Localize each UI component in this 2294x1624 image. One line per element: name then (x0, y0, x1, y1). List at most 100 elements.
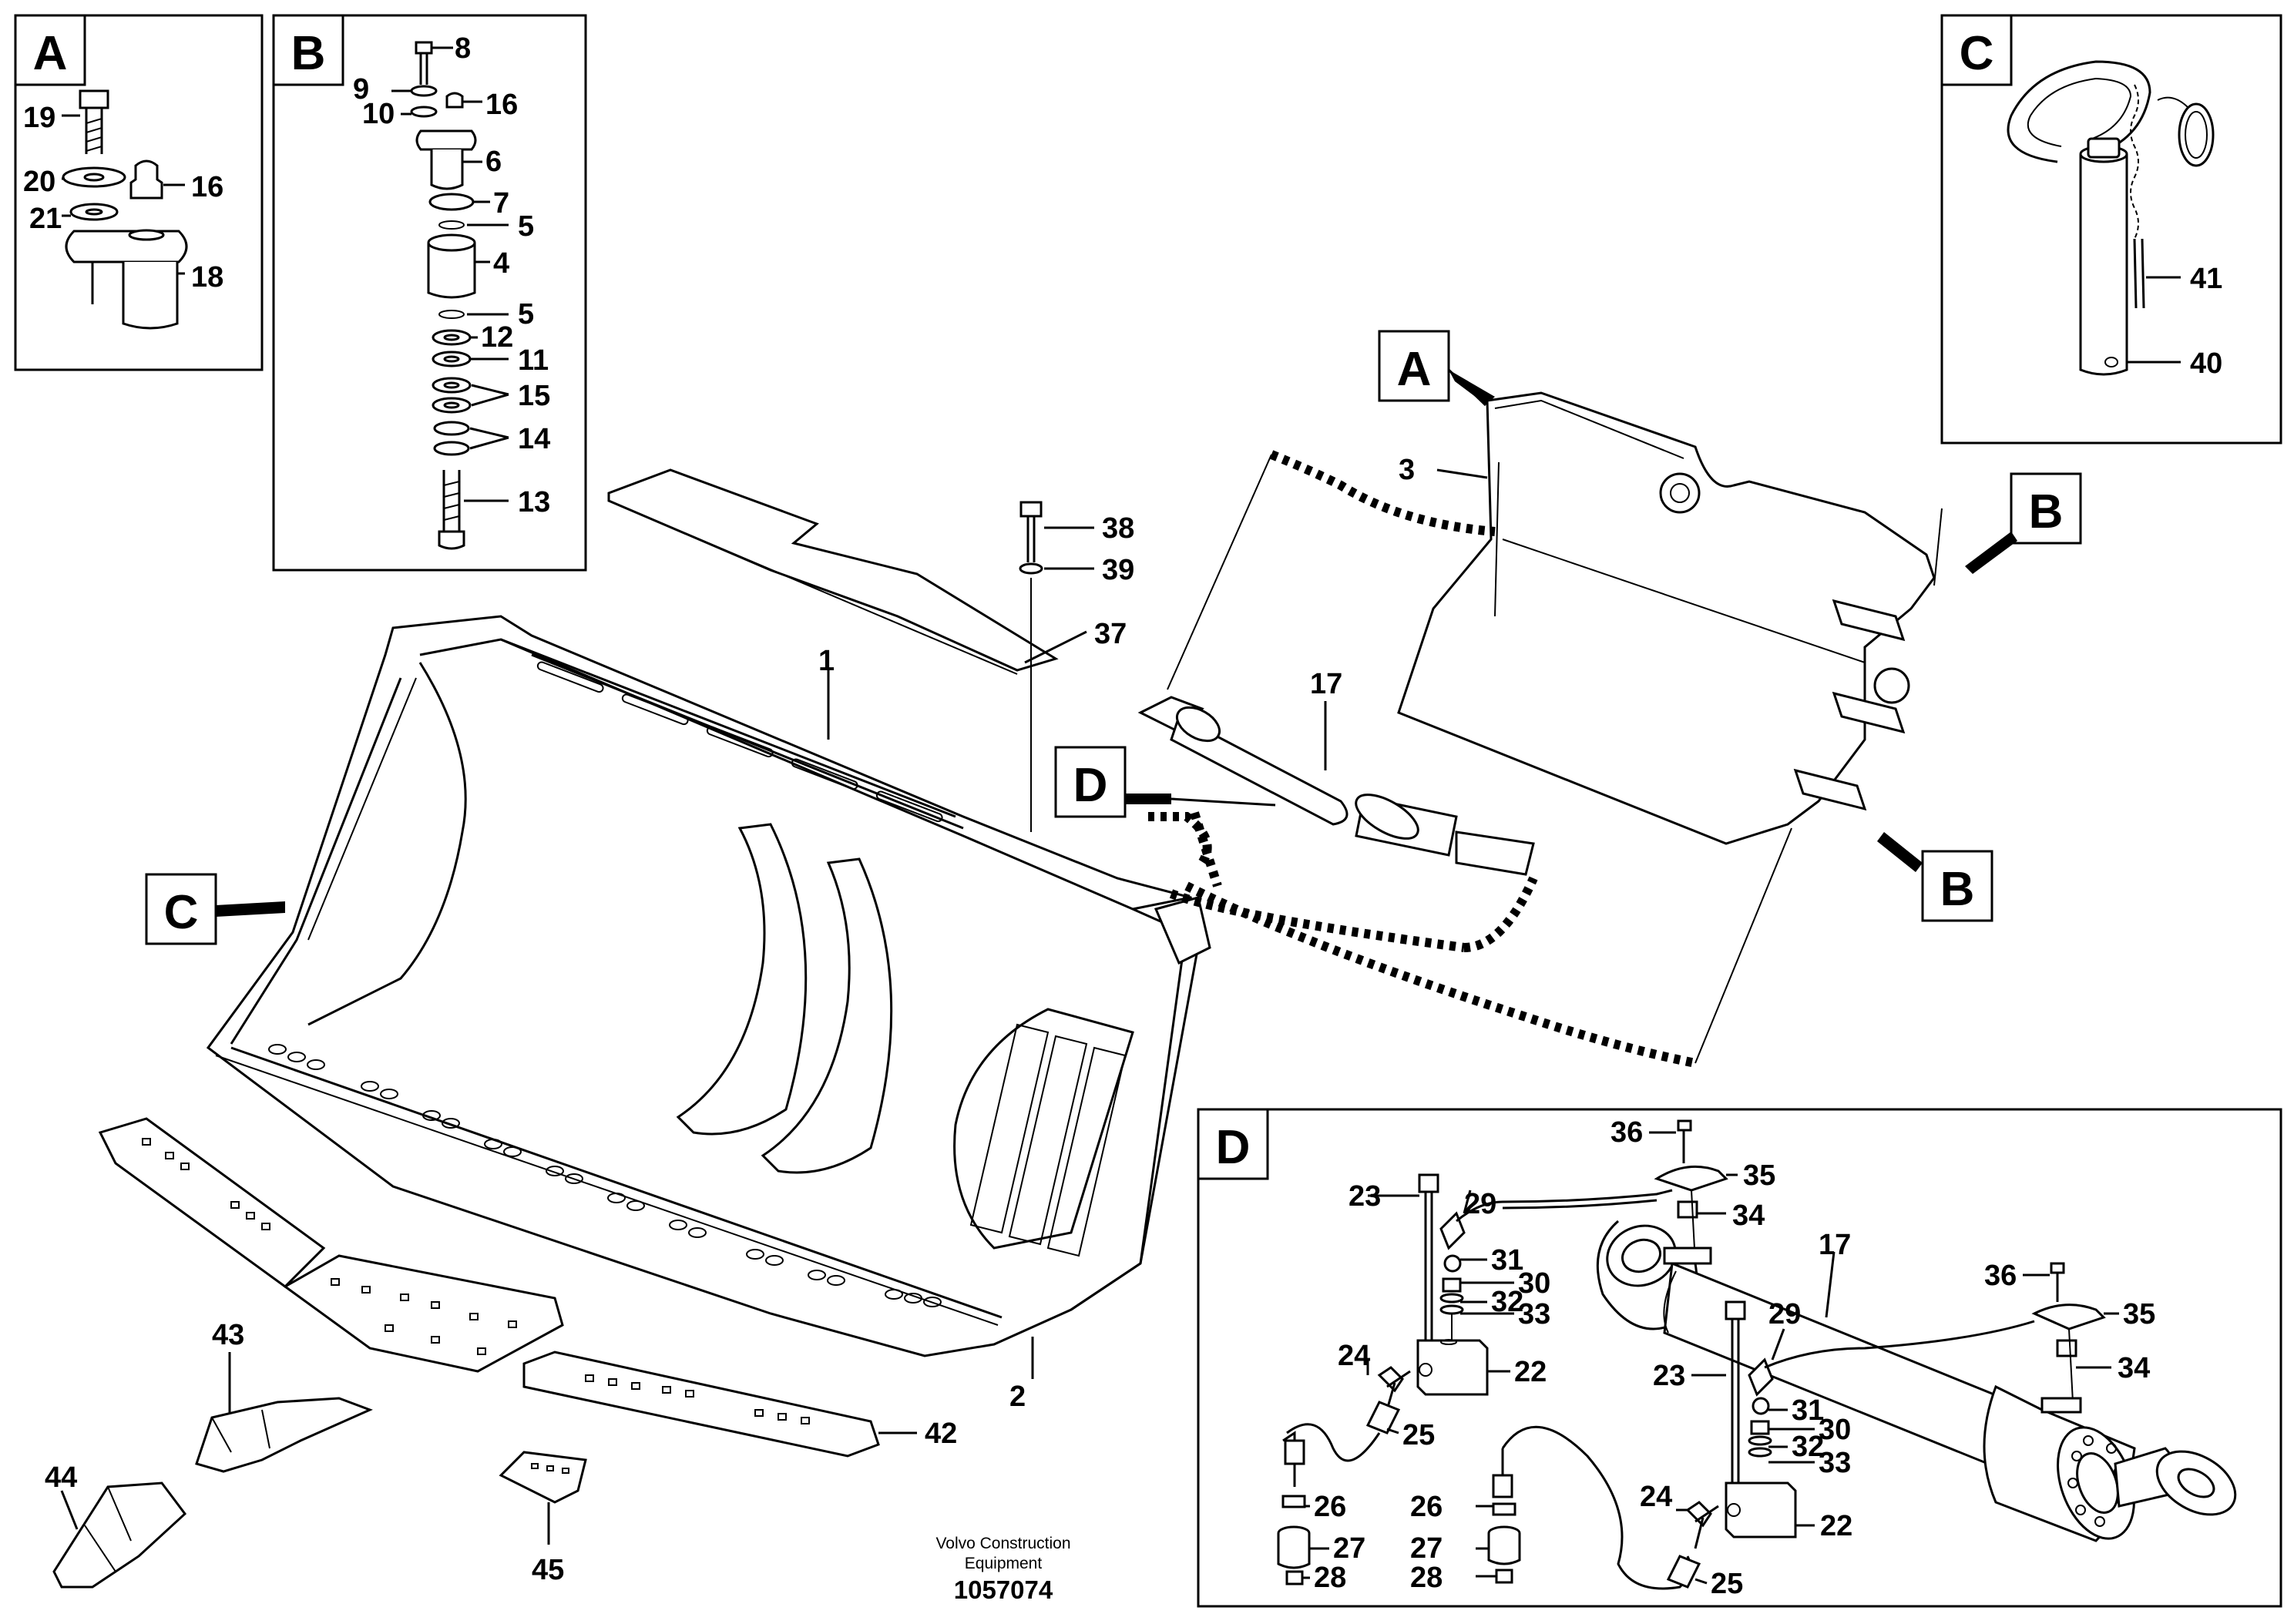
detail-a-tag: A (33, 27, 68, 80)
footer-brand-line2: Equipment (965, 1555, 1043, 1572)
label-1: 1 (818, 645, 835, 677)
label-21: 21 (29, 203, 62, 235)
part-37: 37 (607, 468, 1127, 675)
label-33a: 33 (1518, 1298, 1550, 1330)
segments: 42 (98, 1117, 957, 1458)
detail-a: A 19 20 21 16 18 (14, 14, 264, 371)
label-28b: 28 (1410, 1562, 1443, 1594)
label-35b: 35 (2123, 1298, 2155, 1330)
label-41: 41 (2190, 263, 2222, 295)
label-39: 39 (1102, 554, 1134, 586)
tag-c-main: C (164, 886, 199, 939)
footer-brand-line1: Volvo Construction (935, 1535, 1070, 1552)
label-8: 8 (455, 32, 471, 65)
label-33b: 33 (1819, 1447, 1851, 1479)
label-24a: 24 (1338, 1340, 1370, 1372)
label-14: 14 (518, 423, 550, 455)
label-16b: 16 (485, 89, 518, 121)
label-27a: 27 (1333, 1532, 1365, 1565)
label-30b: 30 (1819, 1414, 1851, 1446)
tag-b-lower: B (1940, 863, 1975, 916)
tag-b-lower-box (1921, 850, 1993, 922)
detail-d: D (1197, 1108, 2282, 1608)
label-17b: 17 (1819, 1229, 1851, 1261)
label-23a: 23 (1349, 1180, 1381, 1213)
bucket-assembly: 1 2 (206, 615, 1211, 1413)
label-32a: 32 (1491, 1286, 1523, 1318)
detail-b-tag: B (291, 27, 326, 80)
label-35a: 35 (1743, 1159, 1775, 1192)
label-36b: 36 (1984, 1260, 2017, 1292)
label-5: 5 (518, 210, 534, 243)
tag-a-main: A (1397, 343, 1432, 396)
label-31a: 31 (1491, 1244, 1523, 1277)
callout-tags: A B B C D (145, 330, 2082, 945)
label-26a: 26 (1314, 1491, 1346, 1523)
tag-a-main-box (1378, 330, 1450, 402)
label-40: 40 (2190, 347, 2222, 380)
part-38-39: 38 39 (1019, 501, 1134, 832)
label-26b: 26 (1410, 1491, 1443, 1523)
label-32b: 32 (1792, 1431, 1824, 1463)
coupler-frame: 3 (1397, 391, 1943, 845)
label-10: 10 (362, 98, 395, 130)
label-13: 13 (518, 486, 550, 518)
detail-c-tag: C (1960, 27, 1994, 80)
detail-c-frame (1940, 14, 2282, 445)
label-31b: 31 (1792, 1394, 1824, 1427)
detail-b-frame (272, 14, 587, 572)
label-23b: 23 (1653, 1360, 1685, 1392)
label-38: 38 (1102, 512, 1134, 545)
detail-b-tag-box (272, 14, 344, 86)
label-34a: 34 (1732, 1200, 1765, 1232)
detail-d-tag-box (1197, 1108, 1269, 1180)
tag-b-upper: B (2029, 485, 2064, 539)
label-6: 6 (485, 146, 502, 178)
detail-c: C 41 40 (1940, 14, 2282, 445)
label-28a: 28 (1314, 1562, 1346, 1594)
detail-d-tag: D (1216, 1121, 1251, 1174)
label-20: 20 (23, 166, 55, 198)
tag-b-upper-box (2010, 472, 2082, 545)
label-2: 2 (1009, 1381, 1026, 1413)
label-27b: 27 (1410, 1532, 1443, 1565)
detail-b: B (272, 14, 587, 572)
part-43: 43 (195, 1319, 373, 1473)
label-22b: 22 (1820, 1510, 1852, 1542)
cylinder-17-main: 17 (1137, 668, 1535, 876)
label-44: 44 (45, 1461, 77, 1494)
label-29a: 29 (1464, 1188, 1496, 1220)
label-42: 42 (925, 1418, 957, 1450)
label-25a: 25 (1402, 1419, 1435, 1451)
label-37: 37 (1094, 618, 1127, 650)
detail-a-tag-box (14, 14, 86, 86)
label-43: 43 (212, 1319, 244, 1351)
label-22a: 22 (1514, 1356, 1547, 1388)
label-45: 45 (532, 1554, 564, 1586)
connection-lines (1148, 450, 1792, 1068)
tag-d-main-box (1054, 746, 1127, 818)
detail-c-tag-box (1940, 14, 2013, 86)
label-24b: 24 (1640, 1481, 1672, 1513)
label-12: 12 (481, 321, 513, 354)
label-25b: 25 (1711, 1568, 1743, 1600)
detail-a-frame (14, 14, 264, 371)
label-7: 7 (493, 187, 509, 220)
footer: Volvo Construction Equipment 1057074 (935, 1535, 1070, 1604)
label-9: 9 (353, 73, 369, 106)
label-16: 16 (191, 171, 223, 203)
label-34b: 34 (2118, 1352, 2150, 1384)
label-3: 3 (1399, 454, 1415, 486)
drawing-number: 1057074 (954, 1575, 1053, 1604)
label-29b: 29 (1768, 1298, 1801, 1330)
label-30a: 30 (1518, 1267, 1550, 1300)
part-45: 45 (499, 1451, 587, 1586)
label-36a: 36 (1611, 1116, 1643, 1149)
label-11: 11 (518, 344, 549, 377)
label-15: 15 (518, 380, 550, 412)
label-19: 19 (23, 102, 55, 134)
tag-d-main: D (1073, 759, 1108, 812)
label-17: 17 (1310, 668, 1342, 700)
